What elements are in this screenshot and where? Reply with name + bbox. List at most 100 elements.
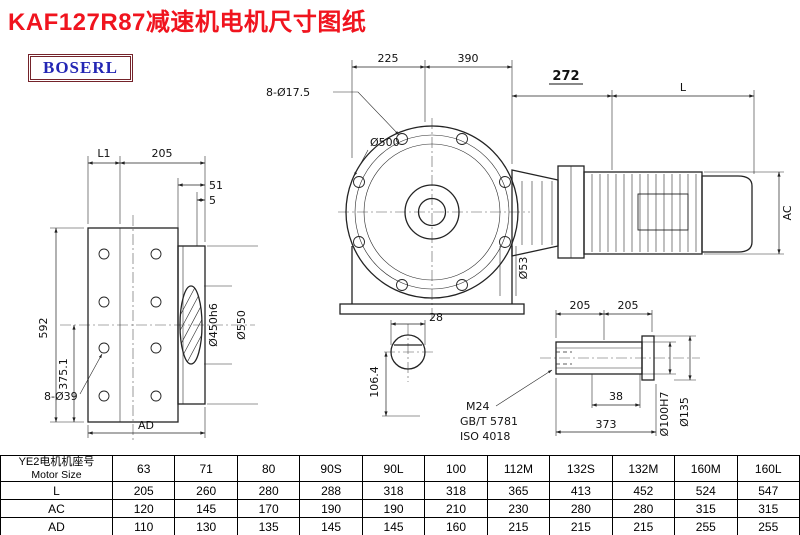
dim-205-b: 205 [618,299,639,312]
cell: 280 [549,499,613,518]
cell: 280 [236,481,301,500]
cell: 170 [236,499,301,518]
cell: 160 [424,517,488,535]
dim-8-O39: 8-Ø39 [44,390,78,403]
dim-592: 592 [37,318,50,339]
cell: 120 [111,499,176,518]
cell: 365 [486,481,551,500]
motor-body [583,171,703,255]
cell: 190 [361,499,426,518]
row-label: AC [0,499,113,518]
cell: 315 [736,499,800,518]
cell: 230 [486,499,551,518]
col-header: 132M [611,455,676,482]
dim-373: 373 [596,418,617,431]
cell: 215 [549,517,613,535]
dim-O450h6: Ø450h6 [207,303,220,347]
cell: 413 [549,481,613,500]
dim-8-O17-5: 8-Ø17.5 [266,86,310,99]
cell: 255 [674,517,738,535]
col-header: 100 [424,455,488,482]
table-header-label: YE2电机机座号 Motor Size [0,455,113,482]
dim-AD: AD [138,419,154,432]
dim-AC: AC [781,205,794,220]
dim-O550: Ø550 [235,310,248,340]
dim-O135: Ø135 [678,397,691,427]
front-view: Ø53 225 390 8-Ø17.5 Ø500 272 [266,52,794,318]
housing-foot [339,303,525,315]
cell: 318 [424,481,488,500]
dim-106-4: 106.4 [368,366,381,398]
shaft-end-view: 28 106.4 [368,311,443,417]
dim-M24: M24 [466,400,490,413]
brand-logo: BOSERL [28,54,133,82]
flange-circle-O500 [345,125,519,299]
table-row-AD: AD 110 130 135 145 145 160 215 215 215 2… [0,517,800,535]
col-header: 63 [111,455,176,482]
dim-205-left: 205 [152,147,173,160]
fan-cover [701,175,753,253]
motor-size-table: YE2电机机座号 Motor Size 63 71 80 90S 90L 100… [0,455,800,535]
dim-O53: Ø53 [517,257,530,280]
motor-adapter [511,169,559,257]
cell: 547 [736,481,800,500]
dim-L1: L1 [97,147,110,160]
dimension-drawing: L1 205 51 5 592 375.1 8-Ø39 Ø450h6 Ø550 … [37,52,794,443]
motor-fins [591,174,697,252]
cell: 210 [424,499,488,518]
shaft-collar [641,335,655,381]
col-header: 160L [736,455,800,482]
cell: 260 [174,481,238,500]
col-header: 160M [674,455,738,482]
dim-38: 38 [609,390,623,403]
cell: 145 [299,517,363,535]
row-label: L [0,481,113,500]
cell: 215 [486,517,551,535]
row-label: AD [0,517,113,535]
table-header-row: YE2电机机座号 Motor Size 63 71 80 90S 90L 100… [0,455,800,482]
cell: 524 [674,481,738,500]
col-header: 80 [236,455,301,482]
mounting-flange [177,245,206,405]
header-label-en: Motor Size [31,469,82,481]
cell: 280 [611,499,676,518]
dim-390: 390 [458,52,479,65]
col-header: 90S [299,455,363,482]
hub-circle [404,184,460,240]
col-header: 90L [361,455,426,482]
cell: 205 [111,481,176,500]
cell: 145 [174,499,238,518]
header-label-cn: YE2电机机座号 [18,456,95,468]
cell: 255 [736,517,800,535]
col-header: 132S [549,455,613,482]
flange-bolt-holes-8xO17-5 [353,133,511,291]
table-row-AC: AC 120 145 170 190 190 210 230 280 280 3… [0,499,800,518]
dim-28: 28 [429,311,443,324]
cell: 315 [674,499,738,518]
motor-nameplate [637,193,689,231]
dim-L: L [680,81,687,94]
standard-iso: ISO 4018 [460,430,510,443]
page-title: KAF127R87减速机电机尺寸图纸 [8,9,367,36]
cell: 452 [611,481,676,500]
bolt-holes-8xO39 [98,248,162,402]
dim-5: 5 [209,194,216,207]
cell: 145 [361,517,426,535]
spigot-section [179,285,203,365]
standard-gb: GB/T 5781 [460,415,518,428]
shaft-detail-view: 205 205 38 373 M24 GB/T 5781 ISO 4018 Ø1… [460,299,700,443]
cell: 190 [299,499,363,518]
cell: 215 [611,517,676,535]
col-header: 112M [486,455,551,482]
dim-205-a: 205 [570,299,591,312]
dim-51: 51 [209,179,223,192]
shaft-end-circle [390,334,426,370]
table-row-L: L 205 260 280 288 318 318 365 413 452 52… [0,481,800,500]
cell: 288 [299,481,363,500]
dim-272: 272 [552,69,579,84]
dim-375: 375.1 [57,358,70,390]
cell: 110 [111,517,176,535]
dim-225: 225 [378,52,399,65]
dim-O500: Ø500 [370,136,400,149]
cell: 130 [174,517,238,535]
